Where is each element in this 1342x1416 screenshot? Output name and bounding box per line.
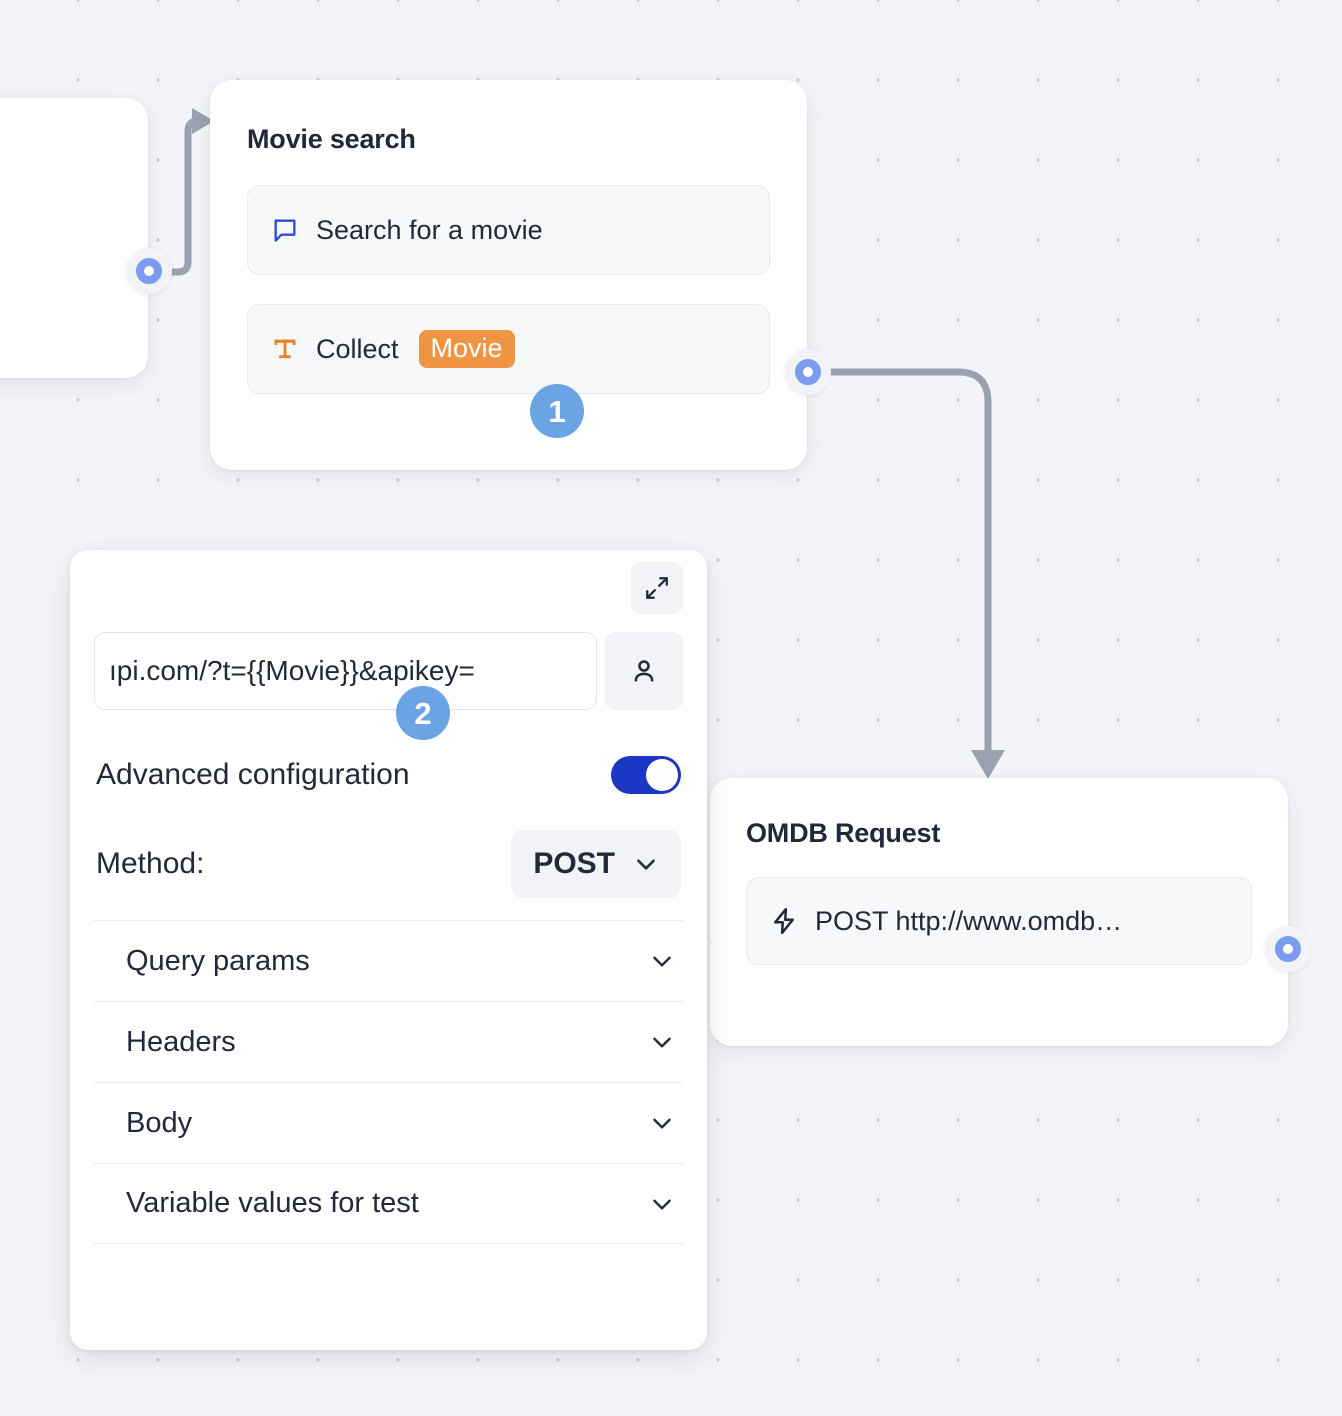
accordion-label: Variable values for test (126, 1187, 419, 1219)
movie-search-title: Movie search (247, 124, 416, 154)
node-row-label: Search for a movie (316, 214, 543, 245)
speech-bubble-icon (270, 216, 300, 244)
partial-node-card[interactable] (0, 98, 148, 378)
expand-arrows-icon[interactable] (631, 562, 683, 614)
accordion-item-query-params[interactable]: Query params (94, 920, 683, 1001)
chevron-down-icon (653, 956, 671, 967)
method-row: Method: POST (94, 830, 683, 898)
connector-port-omdb-output[interactable] (1265, 926, 1311, 972)
method-selected-value: POST (533, 847, 615, 880)
step-badge-2: 2 (396, 686, 450, 740)
variable-tag-movie[interactable]: Movie (418, 329, 515, 369)
lightning-bolt-icon (769, 906, 799, 936)
person-icon[interactable] (605, 632, 683, 710)
request-config-panel[interactable]: Advanced configuration Method: POST Quer… (70, 550, 707, 1350)
advanced-configuration-row[interactable]: Advanced configuration (94, 756, 683, 794)
advanced-configuration-label: Advanced configuration (96, 758, 410, 791)
request-url-input[interactable] (94, 632, 597, 710)
movie-search-node[interactable]: Movie search Search for a movie Collect (210, 80, 807, 470)
node-row-label: Collect (316, 333, 399, 364)
node-row-post-request[interactable]: POST http://www.omdb… (746, 877, 1252, 965)
method-label: Method: (96, 847, 205, 880)
node-row-label: POST http://www.omdb… (815, 905, 1123, 936)
node-row-search-for-a-movie[interactable]: Search for a movie (247, 185, 770, 275)
chevron-down-icon (637, 859, 655, 870)
accordion-item-headers[interactable]: Headers (94, 1001, 683, 1082)
omdb-request-node[interactable]: OMDB Request POST http://www.omdb… (694, 778, 1288, 1046)
omdb-request-title: OMDB Request (746, 818, 941, 848)
node-row-collect-movie[interactable]: Collect Movie (247, 304, 770, 394)
connector-port-movie-search-output[interactable] (785, 349, 831, 395)
step-badge-1: 1 (530, 384, 584, 438)
chevron-down-icon (653, 1199, 671, 1210)
chevron-down-icon (653, 1118, 671, 1129)
connector-port-partial-node[interactable] (126, 248, 172, 294)
request-url-row[interactable] (94, 632, 683, 710)
request-sections-accordion: Query params Headers Body Variable value… (94, 920, 683, 1244)
accordion-label: Headers (126, 1025, 236, 1058)
accordion-label: Query params (126, 944, 310, 977)
advanced-configuration-toggle[interactable] (611, 756, 681, 794)
method-select[interactable]: POST (511, 830, 681, 898)
text-T-icon (270, 335, 300, 363)
accordion-item-body[interactable]: Body (94, 1082, 683, 1163)
accordion-label: Body (126, 1106, 193, 1139)
accordion-item-variable-values-for-test[interactable]: Variable values for test (94, 1163, 683, 1244)
chevron-down-icon (653, 1037, 671, 1048)
